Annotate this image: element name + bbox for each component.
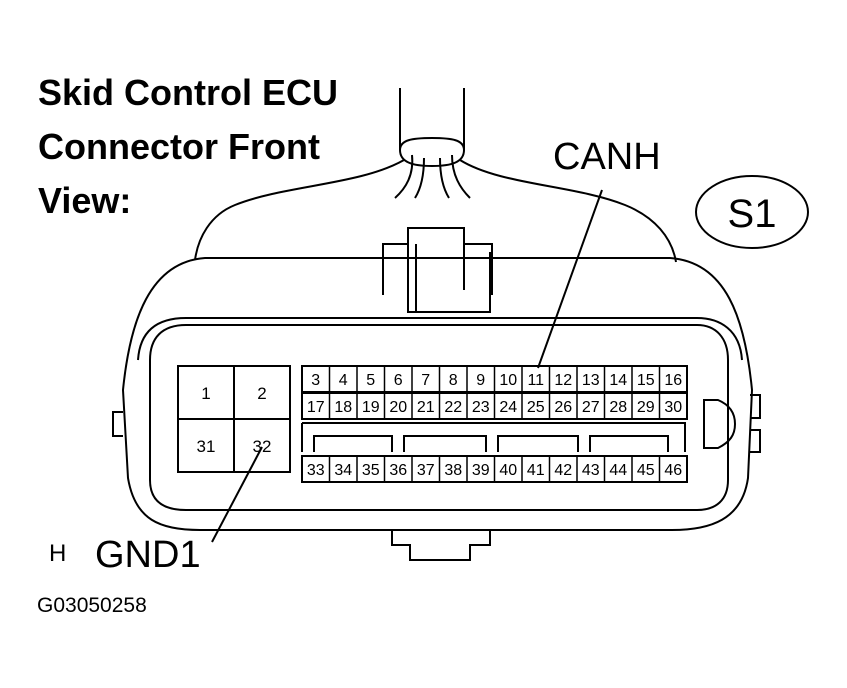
large-terminal-block: 1 2 31 32 (177, 365, 291, 473)
title-line-2: Connector Front (38, 126, 320, 167)
pin-label: 24 (499, 399, 517, 416)
pin-label: 36 (389, 462, 407, 479)
pin-label: 45 (637, 462, 655, 479)
pin-label: 39 (472, 462, 490, 479)
pin-label: 28 (609, 399, 627, 416)
pin-label: 6 (394, 372, 403, 389)
pin-label: 14 (609, 372, 627, 389)
pin-label: 43 (582, 462, 600, 479)
pin-label: 18 (334, 399, 352, 416)
pin-label: 27 (582, 399, 600, 416)
pin-label: 5 (366, 372, 375, 389)
gnd1-label: GND1 (95, 534, 201, 576)
pin-label: 22 (444, 399, 462, 416)
pin-label: 44 (609, 462, 627, 479)
terminal-label: 32 (253, 437, 272, 456)
terminal-label: 1 (201, 384, 210, 403)
canh-label: CANH (553, 136, 661, 178)
pin-label: 35 (362, 462, 380, 479)
pin-label: 21 (417, 399, 435, 416)
pin-label: 46 (664, 462, 682, 479)
pin-label: 20 (389, 399, 407, 416)
pin-label: 34 (334, 462, 352, 479)
title-line-1: Skid Control ECU (38, 72, 339, 113)
pin-label: 19 (362, 399, 380, 416)
pin-label: 41 (527, 462, 545, 479)
pin-label: 8 (449, 372, 458, 389)
pin-label: 12 (554, 372, 572, 389)
pin-label: 13 (582, 372, 600, 389)
pin-label: 9 (476, 372, 485, 389)
pin-label: 16 (664, 372, 682, 389)
pin-label: 42 (554, 462, 572, 479)
connector-outline (112, 88, 761, 561)
terminal-label: 31 (197, 437, 216, 456)
pin-label: 37 (417, 462, 435, 479)
pin-label: 7 (421, 372, 430, 389)
connector-code: S1 (728, 192, 777, 236)
pin-label: 3 (311, 372, 320, 389)
title-line-3: View: (38, 180, 132, 221)
pin-label: 33 (307, 462, 325, 479)
pin-label: 15 (637, 372, 655, 389)
pin-label: 29 (637, 399, 655, 416)
pin-label: 17 (307, 399, 325, 416)
pin-label: 23 (472, 399, 490, 416)
terminal-label: 2 (257, 384, 266, 403)
canh-leader-line (537, 189, 603, 369)
h-marker: H (49, 540, 67, 567)
gnd1-leader-line (211, 446, 263, 543)
pin-label: 11 (527, 372, 544, 389)
pin-label: 26 (554, 399, 572, 416)
pin-label: 10 (499, 372, 517, 389)
pin-label: 4 (339, 372, 348, 389)
figure-id: G03050258 (37, 594, 147, 617)
pin-label: 40 (499, 462, 517, 479)
pin-label: 25 (527, 399, 545, 416)
pin-label: 38 (444, 462, 462, 479)
pin-label: 30 (664, 399, 682, 416)
connector-code-ellipse (695, 175, 809, 249)
